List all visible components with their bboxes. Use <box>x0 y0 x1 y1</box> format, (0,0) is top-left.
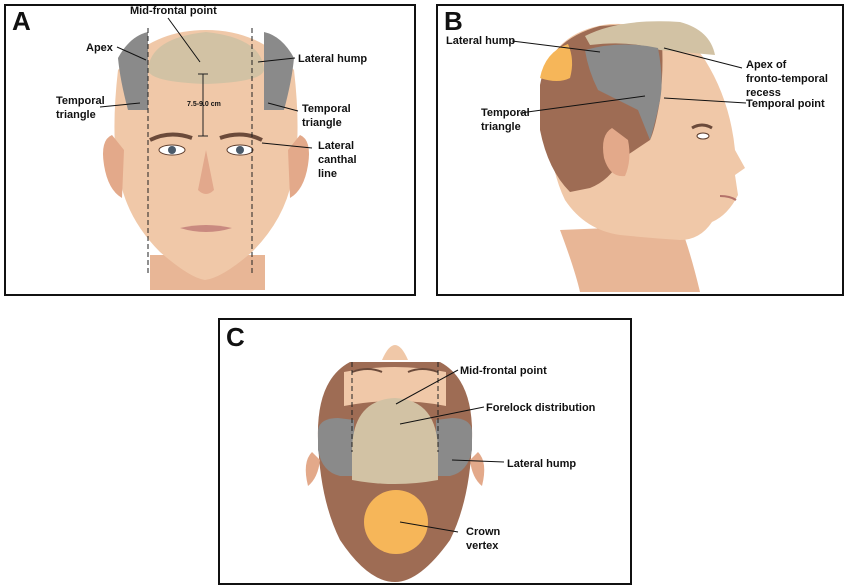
temporal-triangle-left-line2: triangle <box>56 109 96 121</box>
forelock-label: Forelock distribution <box>486 402 596 414</box>
temporal-triangle-right-line1: Temporal <box>302 103 351 115</box>
canthal-label-line1: Lateral <box>318 140 354 152</box>
apex-recess-label-line2: fronto-temporal <box>746 73 828 85</box>
panel-c-illustration <box>305 345 505 582</box>
lateral-hump-label-a: Lateral hump <box>298 53 367 65</box>
apex-recess-label-line3: recess <box>746 87 781 99</box>
temporal-triangle-label-b-line1: Temporal <box>481 107 530 119</box>
measure-label: 7.5-9.0 cm <box>187 101 221 108</box>
mid-frontal-label-a: Mid-frontal point <box>130 5 217 17</box>
canthal-label-line2: canthal <box>318 154 357 166</box>
temporal-triangle-left-line1: Temporal <box>56 95 105 107</box>
panel-b-illustration <box>511 21 747 292</box>
apex-recess-label-line1: Apex of <box>746 59 787 71</box>
crown-label-line2: vertex <box>466 540 499 552</box>
panel-c-labels: Mid-frontal point Forelock distribution … <box>460 365 596 552</box>
panel-b-labels: Lateral hump Apex of fronto-temporal rec… <box>446 35 828 133</box>
panel-c-letter: C <box>226 322 245 352</box>
lateral-hump-label-c: Lateral hump <box>507 458 576 470</box>
apex-label-a: Apex <box>86 42 114 54</box>
panel-a-labels: Mid-frontal point Apex Lateral hump Temp… <box>56 5 367 180</box>
panel-b-letter: B <box>444 6 463 36</box>
lateral-hump-label-b: Lateral hump <box>446 35 515 47</box>
crown-label-line1: Crown <box>466 526 501 538</box>
temporal-point-label: Temporal point <box>746 98 825 110</box>
panel-a-letter: A <box>12 6 31 36</box>
temporal-triangle-right-line2: triangle <box>302 117 342 129</box>
mid-frontal-label-c: Mid-frontal point <box>460 365 547 377</box>
canthal-label-line3: line <box>318 168 337 180</box>
temporal-triangle-label-b-line2: triangle <box>481 121 521 133</box>
panel-a-illustration <box>99 17 313 290</box>
